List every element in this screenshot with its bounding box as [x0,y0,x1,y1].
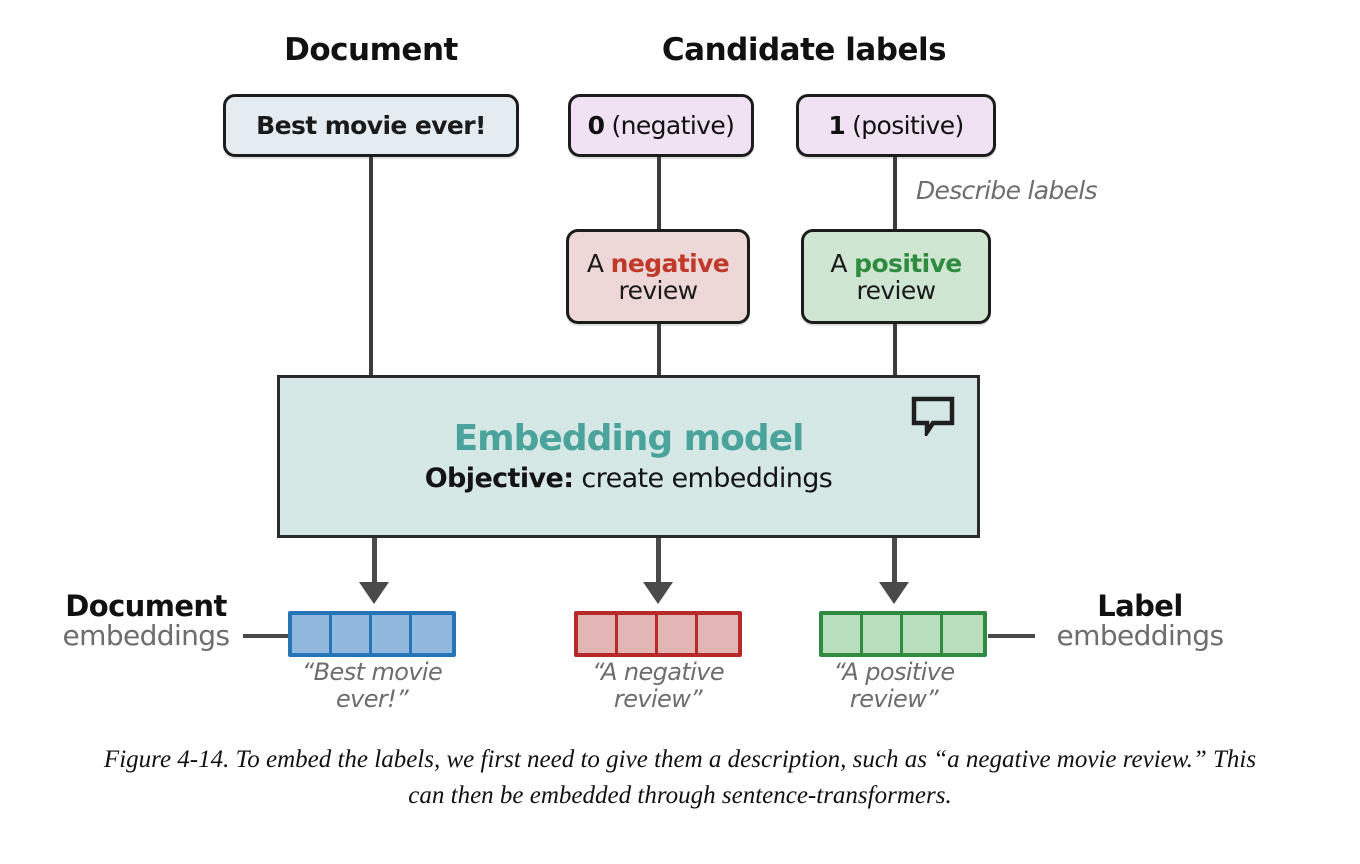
label-embeddings-label-soft: embeddings [1056,618,1225,652]
describe-labels-annotation: Describe labels [916,176,1098,205]
figure-caption: Figure 4-14. To embed the labels, we fir… [103,746,1257,809]
description-node-negative[interactable]: A negative review [566,229,750,324]
document-node[interactable]: Best movie ever! [223,94,519,157]
vector-cell [658,615,698,653]
vector-cell [863,615,903,653]
description-node-positive[interactable]: A positive review [801,229,991,324]
description-positive-lead: A [830,248,855,278]
document-embeddings-label: Document embeddings [46,589,246,652]
heading-document: Document [284,32,458,68]
document-node-text: Best movie ever! [256,111,486,140]
description-negative-keyword: negative [610,248,730,278]
vector-cell [412,615,452,653]
connector-label-embeddings-to-vector [988,634,1035,638]
document-embedding-vector[interactable] [288,611,456,657]
label-node-negative[interactable]: 0 (negative) [568,94,754,157]
objective-label: Objective: [424,463,574,494]
label-embeddings-label-strong: Label [1097,589,1183,623]
arrow-model-to-document-embedding [359,538,390,606]
description-negative-rest: review [618,275,698,305]
document-embedding-caption: “Best movie ever!” [301,658,443,713]
negative-label-embedding-caption: “A negative review” [592,658,725,713]
objective-value: create embeddings [573,463,833,494]
vector-cell [943,615,983,653]
label-node-positive-paren: (positive) [852,111,964,140]
positive-label-embedding-vector[interactable] [819,611,987,657]
arrow-model-to-negative-embedding [643,538,674,606]
connector-document-label-to-vector [243,634,289,638]
heading-candidate-labels: Candidate labels [661,32,947,68]
vector-cell [292,615,332,653]
arrow-model-to-positive-embedding [879,538,910,606]
negative-label-embedding-vector[interactable] [574,611,742,657]
vector-cell [903,615,943,653]
embedding-model-title: Embedding model [453,418,805,459]
vector-cell [332,615,372,653]
document-embeddings-label-soft: embeddings [62,618,231,652]
vector-cell [578,615,618,653]
document-embeddings-label-strong: Document [65,589,227,623]
connector-negative-description-to-model [657,324,661,377]
label-node-positive-value: 1 [828,111,846,140]
label-embeddings-label: Label embeddings [1030,589,1250,652]
connector-positive-description-to-model [893,324,897,377]
positive-label-embedding-caption: “A positive review” [833,658,955,713]
vector-cell [618,615,658,653]
vector-cell [823,615,863,653]
speech-bubble-icon [911,396,955,441]
connector-label0-to-description [657,157,661,229]
label-node-negative-paren: (negative) [611,111,735,140]
vector-cell [698,615,738,653]
embedding-model-panel[interactable]: Embedding model Objective: create embedd… [277,375,980,538]
description-negative-lead: A [586,248,611,278]
label-node-positive[interactable]: 1 (positive) [796,94,996,157]
vector-cell [372,615,412,653]
label-node-negative-value: 0 [587,111,605,140]
description-positive-rest: review [856,275,936,305]
embedding-model-objective: Objective: create embeddings [425,465,833,492]
connector-label1-to-description [893,157,897,229]
connector-document-to-model [369,157,373,377]
description-positive-keyword: positive [854,248,962,278]
